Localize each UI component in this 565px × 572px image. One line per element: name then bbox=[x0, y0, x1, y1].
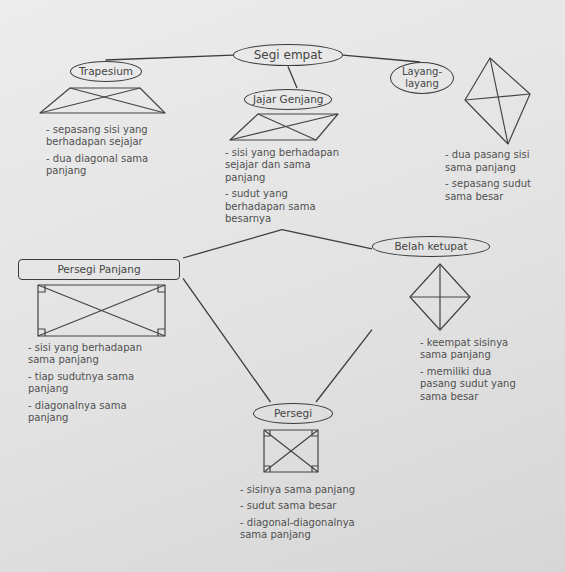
property-note: - sudut yang berhadapan sama besarnya bbox=[225, 188, 350, 226]
connector-stroke bbox=[288, 66, 297, 88]
connector-line bbox=[183, 230, 282, 258]
connector-line bbox=[288, 66, 297, 88]
concept-node: Persegi - sisinya sama panjang - sudut sam… bbox=[238, 402, 368, 546]
concept-title: Belah ketupat bbox=[372, 236, 490, 257]
property-note: - memiliki dua pasang sudut yang sama be… bbox=[420, 366, 530, 404]
rectangle-figure bbox=[38, 285, 165, 336]
connector-stroke bbox=[343, 55, 420, 62]
figure-space bbox=[38, 82, 173, 124]
property-note: - dua pasang sisi sama panjang bbox=[445, 149, 537, 174]
concept-title: Trapesium bbox=[70, 61, 142, 82]
connector-stroke bbox=[183, 278, 271, 402]
figure-space bbox=[372, 257, 532, 337]
concept-node: Segi empat bbox=[233, 44, 343, 66]
figure-space bbox=[18, 280, 183, 342]
property-note: - sepasang sisi yang berhadapan sejajar bbox=[46, 124, 151, 149]
rhombus-figure bbox=[410, 264, 470, 330]
property-note: - sudut sama besar bbox=[240, 500, 366, 513]
property-note: - sisi yang berhadapan sejajar dan sama … bbox=[225, 147, 350, 185]
concept-node: Layang-layang - dua pasang sisi sama panj… bbox=[390, 62, 540, 207]
concept-title: Persegi Panjang bbox=[18, 259, 180, 280]
concept-title: Layang-layang bbox=[390, 62, 454, 94]
property-note: - diagonalnya sama panjang bbox=[28, 400, 153, 425]
title-row: Trapesium bbox=[38, 60, 173, 82]
square-figure bbox=[264, 430, 318, 472]
property-note: - diagonal-diagonalnya sama panjang bbox=[240, 517, 366, 542]
concept-node: Belah ketupat - keempat sisinya sama panj… bbox=[372, 235, 532, 407]
connector-line bbox=[183, 278, 271, 402]
concept-title: Persegi bbox=[253, 403, 333, 424]
connector-stroke bbox=[106, 55, 234, 60]
kite-figure bbox=[465, 58, 530, 144]
concept-title: Segi empat bbox=[233, 44, 343, 66]
property-note: - sisi yang berhadapan sama panjang bbox=[28, 342, 153, 367]
concept-title: Jajar Genjang bbox=[244, 89, 332, 110]
connector-line bbox=[316, 330, 372, 402]
title-row: Jajar Genjang bbox=[222, 88, 372, 110]
connector-line bbox=[343, 55, 420, 62]
figure-space bbox=[238, 424, 368, 484]
title-row: Persegi Panjang bbox=[18, 258, 183, 280]
connector-line bbox=[282, 230, 372, 249]
concept-node: Persegi Panjang - sisi yang berhadapan sa… bbox=[18, 258, 183, 429]
property-note: - tiap sudutnya sama panjang bbox=[28, 371, 153, 396]
connector-stroke bbox=[316, 330, 372, 402]
trapezoid-figure bbox=[40, 88, 165, 113]
concept-node: Trapesium - sepasang sisi yang berhadapan… bbox=[38, 60, 173, 182]
title-row: Layang-layang bbox=[390, 62, 540, 94]
title-row: Persegi bbox=[238, 402, 368, 424]
figure-space bbox=[390, 94, 540, 149]
property-note: - sisinya sama panjang bbox=[240, 484, 366, 497]
property-note: - sepasang sudut sama besar bbox=[445, 178, 537, 203]
property-note: - keempat sisinya sama panjang bbox=[420, 337, 530, 362]
property-note: - dua diagonal sama panjang bbox=[46, 153, 151, 178]
connector-stroke bbox=[183, 230, 282, 258]
title-row: Segi empat bbox=[233, 44, 343, 66]
figure-space bbox=[222, 110, 372, 147]
parallelogram-figure bbox=[230, 114, 338, 140]
title-row: Belah ketupat bbox=[372, 235, 532, 257]
connector-stroke bbox=[282, 230, 372, 249]
concept-node: Jajar Genjang - sisi yang berhadapan seja… bbox=[222, 88, 372, 230]
connector-line bbox=[106, 55, 234, 60]
